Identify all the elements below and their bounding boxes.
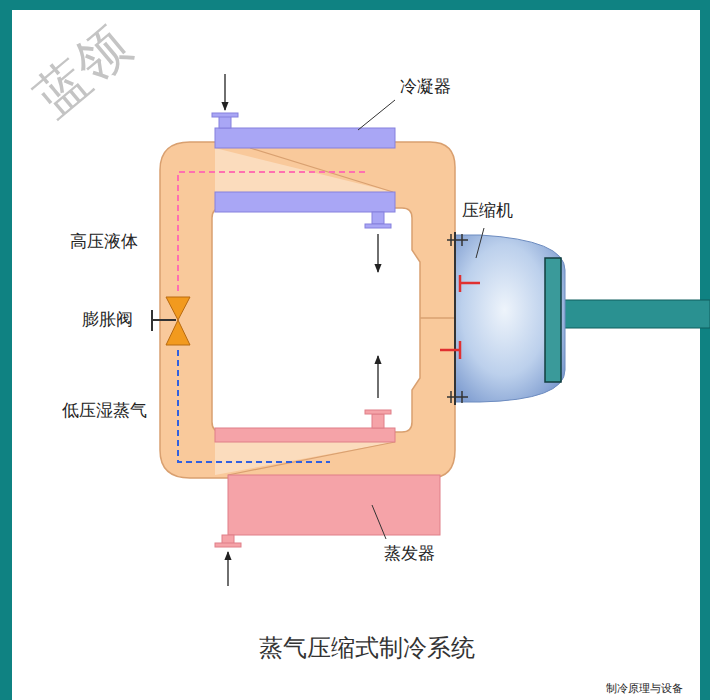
condenser — [212, 113, 395, 228]
flow-arrow — [377, 234, 378, 272]
flow-arrow — [227, 552, 228, 586]
state-label: 低压湿蒸气 — [62, 400, 147, 420]
part-label: 冷凝器 — [400, 76, 451, 96]
caption: 蒸气压缩式制冷系统 — [259, 634, 475, 663]
leader-line — [372, 505, 386, 539]
footer-note: 制冷原理与设备 — [606, 682, 683, 695]
vapor-flow-dash — [178, 350, 330, 462]
part-label: 膨胀阀 — [82, 309, 133, 329]
leader-line — [476, 228, 484, 258]
part-label: 蒸发器 — [384, 543, 435, 563]
flow-arrow — [224, 74, 225, 110]
state-label: 高压液体 — [70, 231, 138, 251]
watermark: 蓝领 — [22, 14, 142, 129]
evaporator — [215, 410, 440, 547]
expansion-valve — [152, 297, 190, 345]
frame — [0, 0, 710, 10]
flow-arrow — [377, 356, 378, 398]
leader-line — [358, 100, 395, 130]
part-label: 压缩机 — [462, 200, 513, 220]
compressor — [440, 232, 710, 405]
frame — [700, 0, 710, 700]
frame — [0, 0, 12, 700]
liquid-flow-dash — [178, 172, 365, 292]
pipe-loop — [160, 142, 455, 478]
divider — [420, 317, 455, 319]
